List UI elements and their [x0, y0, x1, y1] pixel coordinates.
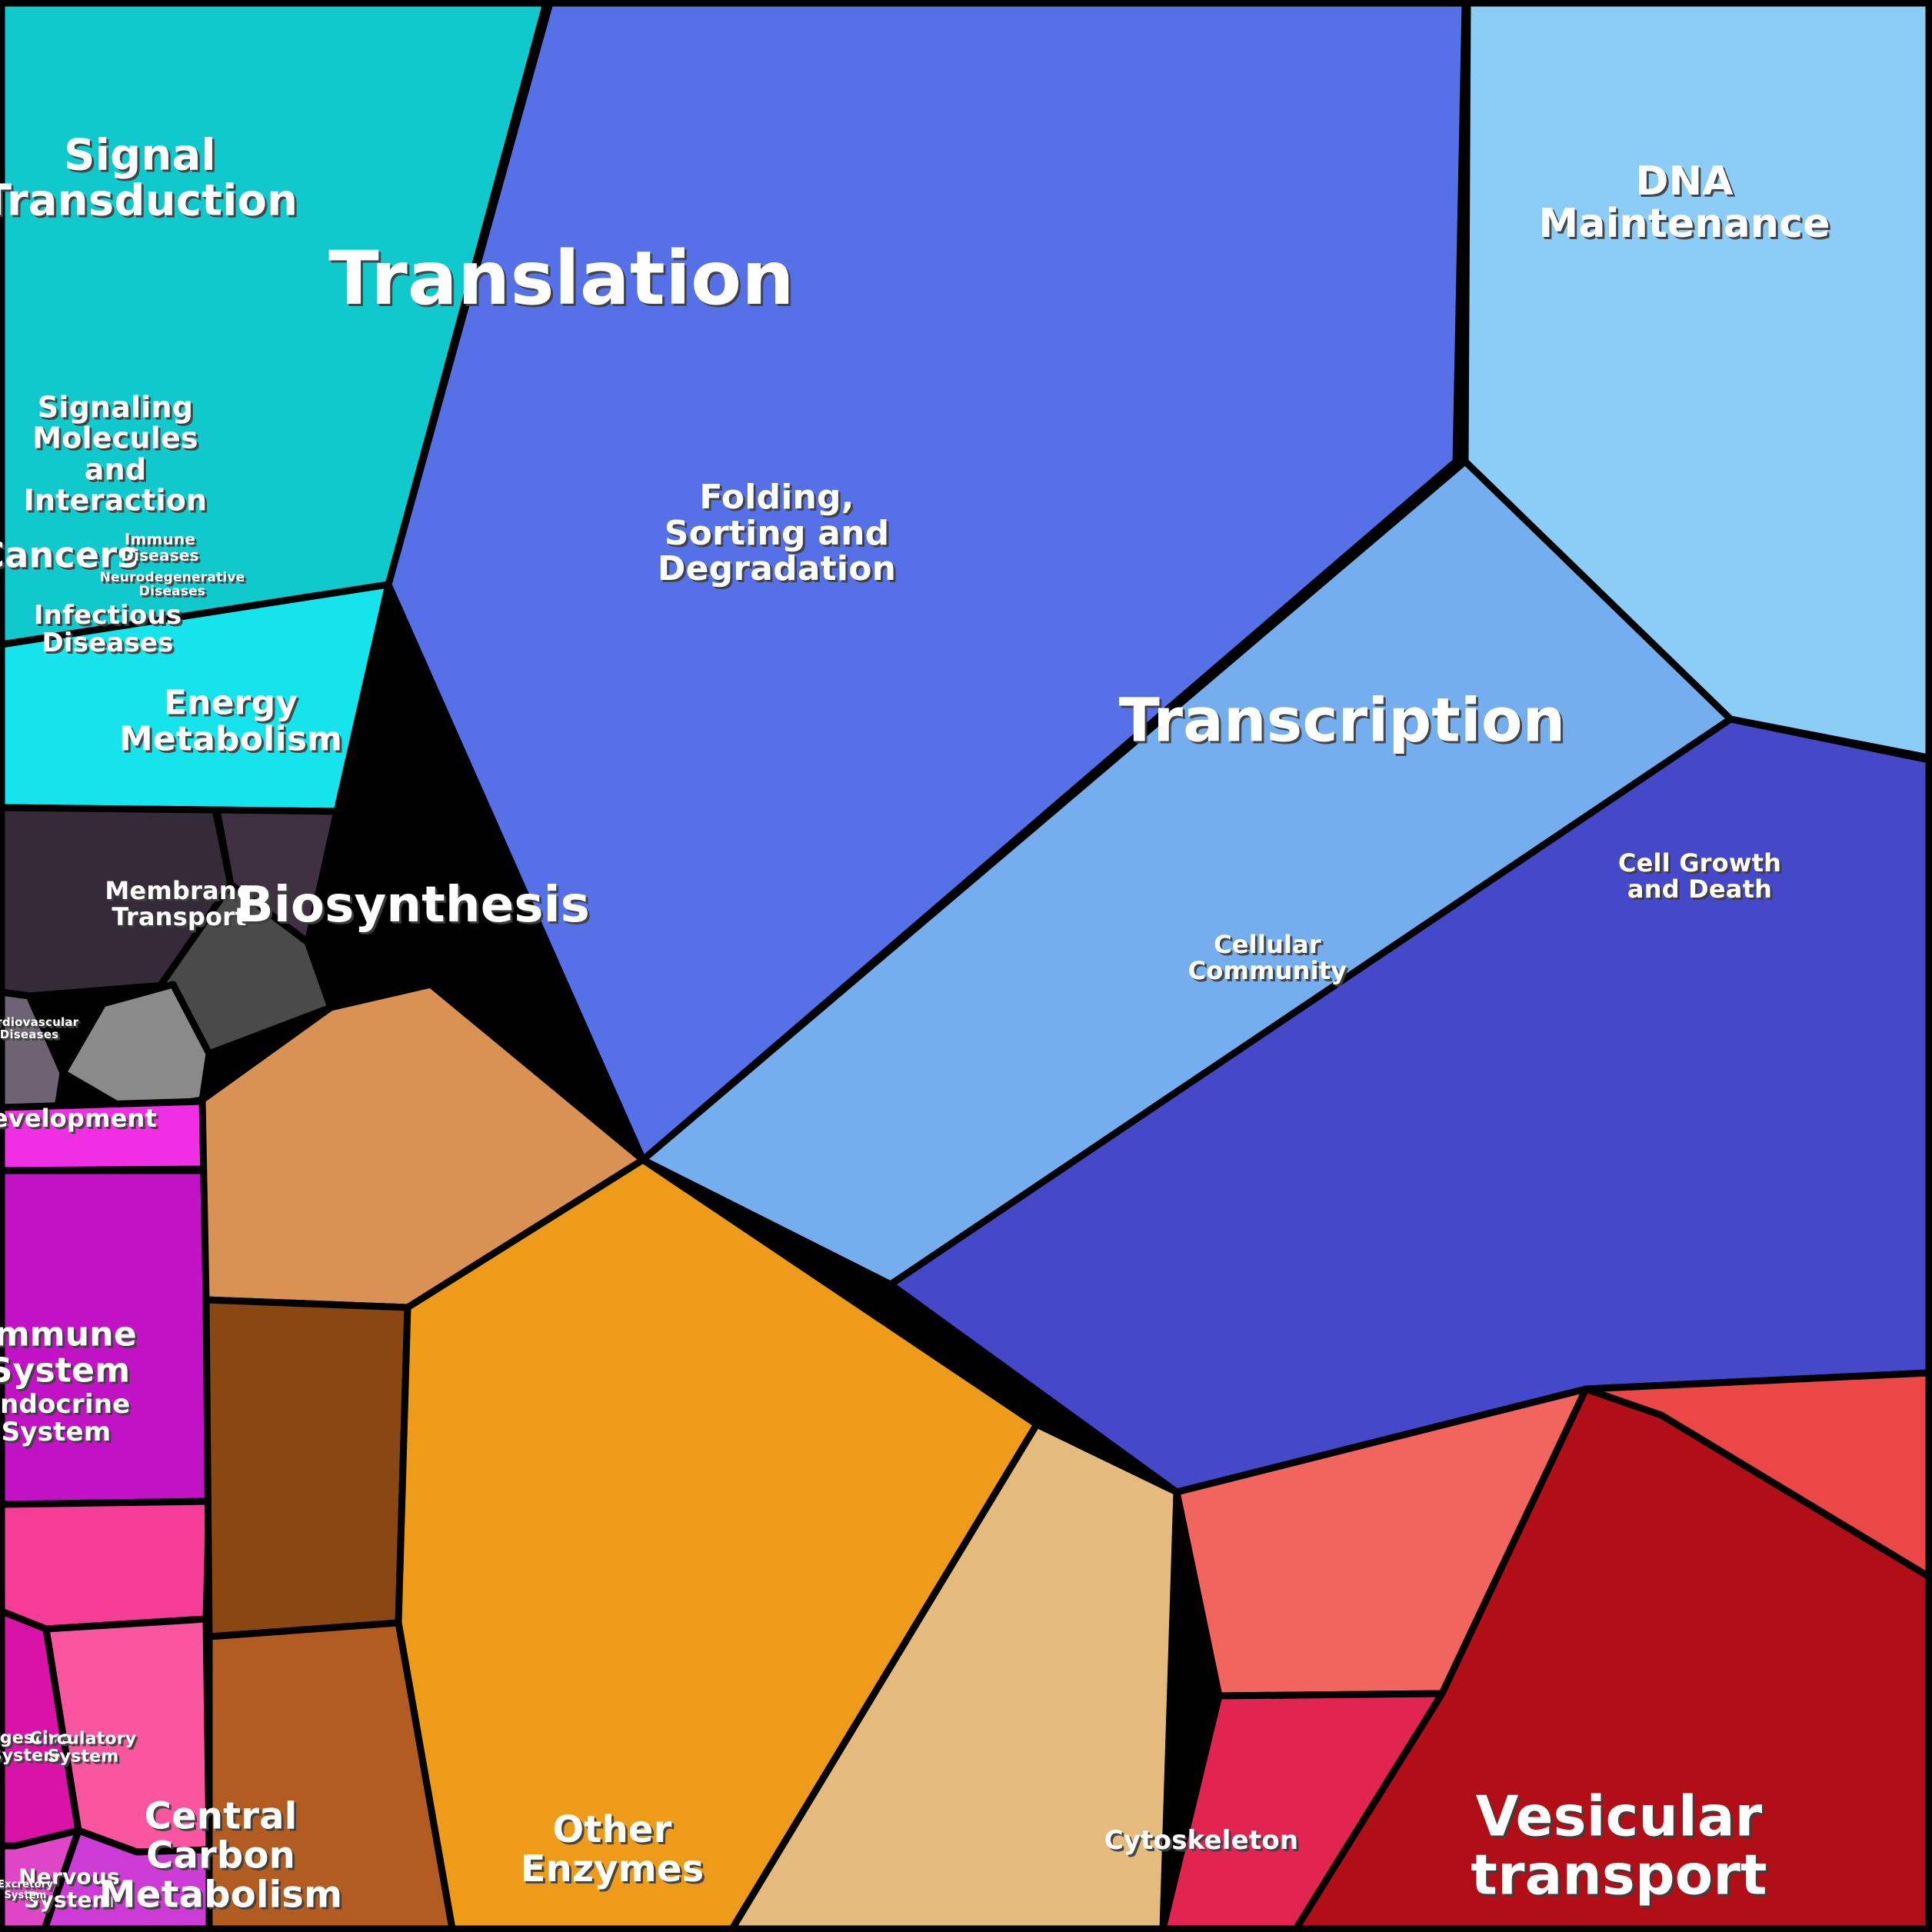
treemap-cell-neurodegenerative-diseases[interactable] [155, 881, 335, 1058]
treemap-cell-development[interactable] [0, 1098, 210, 1174]
treemap-cell-cardiovascular-diseases[interactable] [0, 988, 67, 1111]
treemap-cell-vesicular-transport[interactable] [1292, 1385, 1932, 1932]
treemap-cell-central-carbon-metabolism[interactable] [205, 1619, 456, 1932]
treemap-cell-excretory-system[interactable] [0, 1827, 82, 1932]
treemap-cell-membrane-transport[interactable] [202, 1296, 411, 1641]
treemap-cell-immune-system[interactable] [0, 1167, 213, 1508]
treemap-cell-endocrine-system[interactable] [0, 1497, 213, 1633]
